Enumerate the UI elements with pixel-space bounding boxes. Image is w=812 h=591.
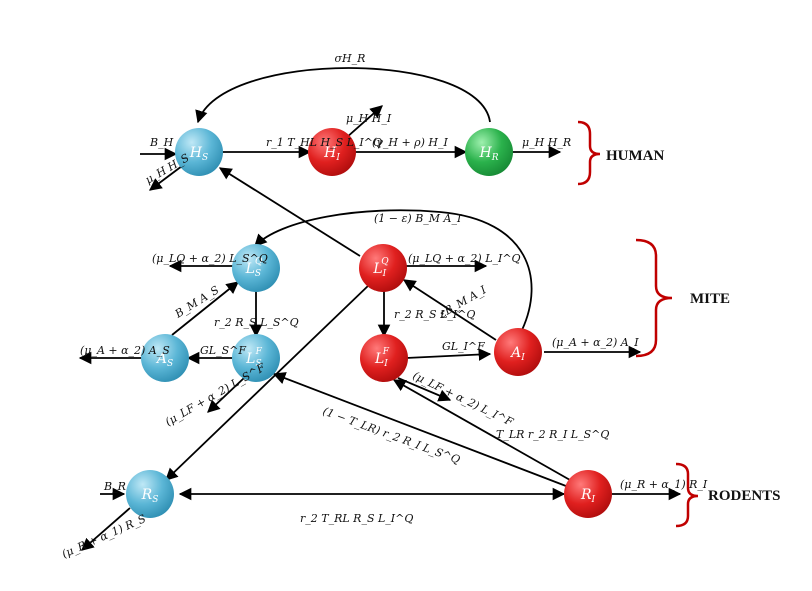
label-rodent-infection: r_2 T_RL R_S L_I^Q: [300, 512, 413, 525]
label-one-minus-tlr: (1 − T_LR) r_2 R_I L_S^Q: [321, 405, 462, 467]
label-death-rs: (μ_R + α_1) R_S: [60, 512, 148, 561]
svg-text:AS: AS: [155, 351, 173, 369]
svg-text:HI: HI: [323, 145, 340, 163]
brace-mite: [635, 238, 673, 358]
edge-lif-to-ai: [405, 348, 492, 361]
label-br: B_R: [103, 480, 126, 493]
svg-text:AI: AI: [509, 345, 525, 363]
node-hs: HS: [175, 128, 223, 176]
node-liq: LIQ: [359, 244, 407, 292]
label-mu-hi: μ_H H_I: [346, 112, 392, 125]
svg-text:RS: RS: [141, 487, 159, 505]
edge-lsf-death: [207, 377, 245, 413]
edge-ri-to-lif: [392, 379, 571, 481]
brace-human: [577, 120, 601, 186]
label-death-ai: (μ_A + α_2) A_I: [552, 336, 639, 349]
edge-ri-to-lsf: [272, 372, 567, 487]
edge-hs-death: [148, 165, 183, 191]
label-recovery: (γ_H + ρ) H_I: [372, 136, 449, 149]
node-hr: HR: [465, 128, 513, 176]
edge-eggs-loop: [254, 209, 533, 331]
edge-hi-death: [345, 105, 383, 139]
svg-text:HS: HS: [189, 145, 208, 163]
node-lif: LIF: [360, 334, 408, 382]
label-eggs-ai: (1 − ε) B_M A_I: [374, 212, 462, 225]
edge-as-to-lsq: [171, 281, 239, 336]
label-death-as: (μ_A + α_2) A_S: [80, 344, 170, 357]
svg-text:LSQ: LSQ: [245, 257, 263, 279]
label-bh: B_H: [149, 136, 174, 149]
edge-ai-to-liq: [402, 279, 497, 341]
node-ri: RI: [564, 470, 612, 518]
label-r2-rs-lsq: r_2 R_S L_S^Q: [214, 316, 299, 329]
edge-recovery-loop: [195, 67, 491, 124]
group-label-human: HUMAN: [606, 148, 664, 164]
svg-text:LSF: LSF: [245, 347, 262, 369]
brace-rodents: [675, 462, 699, 528]
label-tlr: T_LR r_2 R_I L_S^Q: [496, 428, 609, 441]
label-sigma-hr: σH_R: [335, 52, 366, 65]
node-as: AS: [141, 334, 189, 382]
svg-text:LIQ: LIQ: [372, 257, 389, 279]
node-lsf: LSF: [232, 334, 280, 382]
label-human-infection: r_1 T_HL H_S L_I^Q: [266, 136, 382, 149]
edges: [78, 67, 682, 551]
group-label-rodents: RODENTS: [708, 488, 781, 504]
label-death-ri: (μ_R + α_1) R_I: [620, 478, 708, 491]
node-lsq: LSQ: [232, 244, 280, 292]
group-label-mite: MITE: [690, 291, 730, 307]
edge-liq-to-rs: [165, 283, 371, 481]
label-gl-if: GL_I^F: [442, 340, 485, 353]
label-mu-hr: μ_H H_R: [522, 136, 571, 149]
node-ai: AI: [494, 328, 542, 376]
node-rs: RS: [126, 470, 174, 518]
label-gl-sf: GL_S^F: [200, 344, 246, 357]
label-death-liq: (μ_LQ + α_2) L_I^Q: [408, 252, 521, 265]
node-hi: HI: [308, 128, 356, 176]
nodes: HS HI HR LSQ LIQ AS LSF LIF: [126, 128, 612, 518]
label-r2-rs-liq: r_2 R_S L_I^Q: [394, 308, 475, 321]
svg-text:LIF: LIF: [374, 347, 390, 369]
svg-text:RI: RI: [580, 487, 596, 505]
svg-text:HR: HR: [479, 145, 499, 163]
edge-liq-to-hs: [218, 167, 361, 257]
edge-rs-death: [81, 507, 131, 551]
label-death-lsq: (μ_LQ + α_2) L_S^Q: [152, 252, 268, 265]
group-braces: HUMAN MITE RODENTS: [577, 120, 781, 528]
